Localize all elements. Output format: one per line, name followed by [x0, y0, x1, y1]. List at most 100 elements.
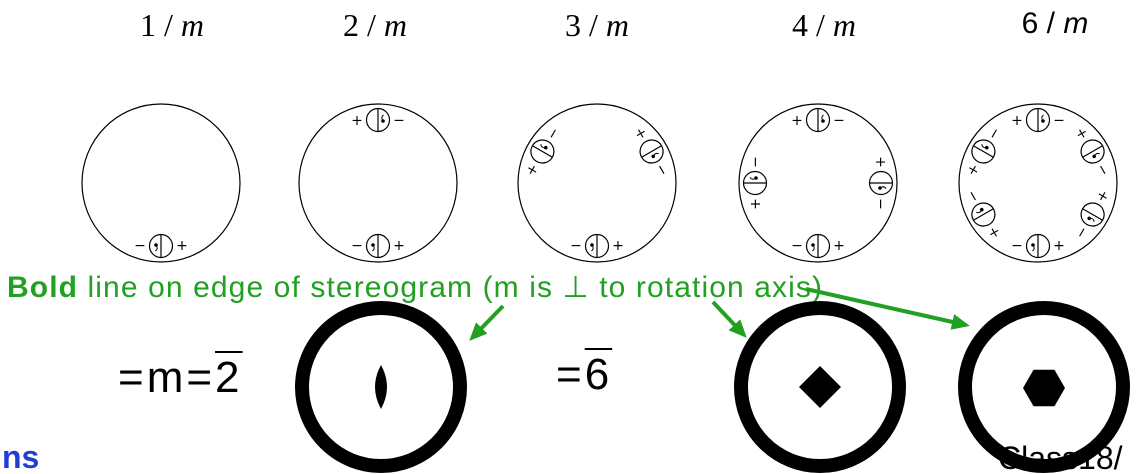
symbol-layer: −+−+−+ [522, 124, 672, 259]
mirror-symbol: m [606, 7, 629, 43]
minus-sign: − [1093, 161, 1113, 179]
minus-sign: − [984, 124, 1004, 142]
footer-left-fragment: ns [2, 439, 40, 474]
position-tail [653, 152, 659, 156]
position-tail [1041, 114, 1044, 120]
barred-digit: 6 [584, 350, 613, 399]
arrow-to-6-over-m [805, 287, 970, 330]
position-tail [1032, 246, 1035, 252]
position-tail [540, 144, 545, 149]
plus-sign: + [176, 238, 188, 254]
minus-sign: − [543, 124, 563, 142]
mirror-line [973, 208, 994, 221]
mirror-symbol: m [384, 7, 407, 43]
position-tail [812, 246, 815, 252]
position-dot [590, 243, 594, 247]
mirror-symbol: m [1063, 7, 1088, 40]
slash: / [367, 7, 376, 43]
minus-sign: − [1011, 238, 1023, 254]
minus-sign: − [1072, 224, 1092, 242]
position-tail [981, 144, 986, 149]
primitive-circle [738, 103, 898, 263]
equivalence-prefix: =m= [118, 353, 216, 402]
stereogram-2-over-m: −+−+ [298, 103, 458, 263]
bold-stereogram-2-over-m [295, 301, 467, 473]
mirror-line [1082, 208, 1103, 221]
equivalence-prefix: = [556, 350, 585, 399]
minus-sign: − [747, 156, 763, 168]
plus-sign: + [612, 238, 624, 254]
equivalent-position-symbol: −+ [522, 124, 563, 179]
minus-sign: − [873, 198, 889, 210]
equivalent-position-symbol: −+ [1011, 107, 1065, 133]
symbol-layer: −+ [134, 233, 188, 259]
stereogram-4-over-m: −+−+−+−+ [738, 103, 898, 263]
position-dot [371, 243, 375, 247]
rotation-order: 3 [565, 7, 581, 43]
position-tail [881, 186, 887, 189]
equivalence-m-2bar: =m=2 [118, 356, 243, 400]
position-dot [1087, 216, 1092, 221]
symbol-layer: −+−+ [351, 107, 405, 259]
rotation-order: 2 [343, 7, 359, 43]
bold-primitive-circle [958, 301, 1130, 473]
plus-sign: + [1072, 124, 1092, 142]
barred-digit: 2 [215, 353, 243, 402]
note-emphasis: Bold [7, 271, 77, 304]
plus-sign: + [747, 198, 763, 210]
symbol-layer: −+−+−+−+−+−+ [963, 107, 1113, 259]
mirror-line [1082, 145, 1103, 158]
equivalent-position-symbol: −+ [791, 233, 845, 259]
bold-line-note: Bold line on edge of stereogram (m is ⊥ … [7, 271, 822, 304]
position-tail [591, 246, 594, 252]
label-3-over-m: 3 / m [565, 7, 629, 43]
minus-sign: − [652, 161, 672, 179]
position-tail [749, 177, 755, 180]
rotation-order: 4 [792, 7, 808, 43]
position-dot [811, 243, 815, 247]
minus-sign: − [1053, 112, 1065, 128]
bold-primitive-circle [295, 301, 467, 473]
equivalent-position-symbol: −+ [742, 156, 768, 210]
plus-sign: + [631, 124, 651, 142]
symbol-layer: −+−+−+−+ [742, 107, 894, 259]
stereogram-1-over-m: −+ [81, 103, 241, 263]
fourfold-axis-icon [799, 366, 841, 408]
position-dot [878, 186, 882, 190]
primitive-circle [81, 103, 241, 263]
minus-sign: − [351, 238, 363, 254]
position-dot [381, 119, 385, 123]
plus-sign: + [1093, 187, 1113, 205]
position-tail [381, 114, 384, 120]
primitive-circle [958, 103, 1118, 263]
equivalent-position-symbol: −+ [963, 124, 1004, 179]
slash: / [816, 7, 825, 43]
position-tail [1090, 217, 1095, 222]
equivalent-position-symbol: −+ [351, 107, 405, 133]
plus-sign: + [351, 112, 363, 128]
plus-sign: + [963, 161, 983, 179]
position-dot [543, 145, 548, 150]
mirror-symbol: m [181, 7, 204, 43]
plus-sign: + [522, 161, 542, 179]
minus-sign: − [833, 112, 845, 128]
primitive-circle [298, 103, 458, 263]
position-tail [1094, 152, 1100, 156]
label-2-over-m: 2 / m [343, 7, 407, 43]
position-dot [984, 145, 989, 150]
position-dot [154, 243, 158, 247]
plus-sign: + [833, 238, 845, 254]
mirror-line [973, 145, 994, 158]
label-4-over-m: 4 / m [792, 7, 856, 43]
mirror-line [532, 145, 553, 158]
equivalent-position-symbol: −+ [791, 107, 845, 133]
equivalence-6bar: =6 [556, 353, 612, 397]
mirror-symbol: m [833, 7, 856, 43]
twofold-axis-icon [375, 365, 387, 409]
slash: / [1047, 7, 1056, 40]
stereogram-3-over-m: −+−+−+ [517, 103, 677, 263]
sixfold-axis-icon [1023, 369, 1065, 407]
equivalent-position-symbol: −+ [351, 233, 405, 259]
slash: / [589, 7, 598, 43]
